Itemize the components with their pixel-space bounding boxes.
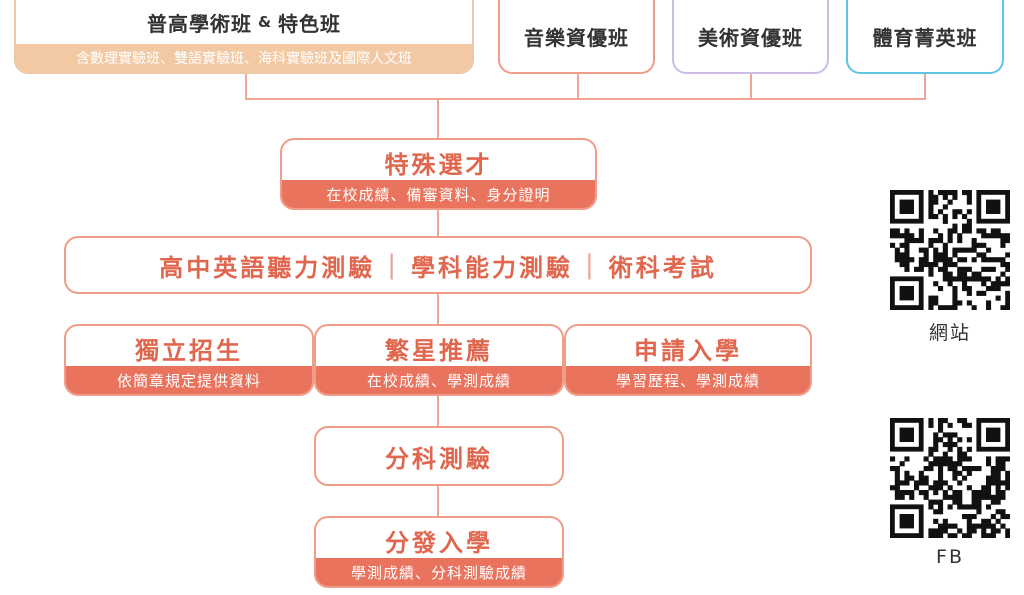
connector-art bbox=[750, 74, 752, 100]
general-program-box: 普高學術班&特色班 含數理實驗班、雙語實驗班、海科實驗班及國際人文班 bbox=[14, 0, 474, 74]
general-title-suffix: 特色班 bbox=[278, 11, 342, 36]
music-program-box: 音樂資優班 bbox=[498, 0, 655, 74]
exam-skills-test: 術科考試 bbox=[608, 253, 717, 282]
placement-subtitle: 學測成績、分科測驗成績 bbox=[316, 558, 562, 586]
connector-top-horizontal bbox=[245, 98, 926, 100]
exam-separator: | bbox=[387, 250, 399, 280]
special-selection-title: 特殊選才 bbox=[384, 150, 493, 179]
connector-top-to-special bbox=[437, 98, 439, 138]
route-star-subtitle: 在校成績、學測成績 bbox=[316, 366, 562, 394]
general-title-amp: & bbox=[257, 13, 273, 31]
general-program-title: 普高學術班&特色班 bbox=[16, 2, 472, 42]
sports-program-box: 體育菁英班 bbox=[846, 0, 1004, 74]
connector-special-to-exams bbox=[437, 210, 439, 236]
placement-title: 分發入學 bbox=[385, 528, 493, 557]
art-program-box: 美術資優班 bbox=[672, 0, 829, 74]
exam-separator: | bbox=[585, 250, 597, 280]
route-independent-title: 獨立招生 bbox=[135, 336, 243, 365]
route-application-title: 申請入學 bbox=[634, 336, 742, 365]
website-qr-label: 網站 bbox=[928, 322, 971, 344]
route-independent-box: 獨立招生 依簡章規定提供資料 bbox=[64, 324, 314, 396]
exam-english-listening: 高中英語聽力測驗 bbox=[159, 253, 376, 282]
exam-gsat: 學科能力測驗 bbox=[411, 253, 573, 282]
route-application-box: 申請入學 學習歷程、學測成績 bbox=[564, 324, 812, 396]
connector-routes-to-subject bbox=[437, 396, 439, 426]
fb-qr-label: FB bbox=[936, 546, 964, 568]
exams-box: 高中英語聽力測驗 | 學科能力測驗 | 術科考試 bbox=[64, 236, 812, 294]
route-independent-subtitle: 依簡章規定提供資料 bbox=[66, 366, 312, 394]
general-program-subtitle: 含數理實驗班、雙語實驗班、海科實驗班及國際人文班 bbox=[16, 44, 472, 72]
connector-sports bbox=[924, 74, 926, 100]
route-application-subtitle: 學習歷程、學測成績 bbox=[566, 366, 810, 394]
route-star-title: 繁星推薦 bbox=[385, 336, 493, 365]
connector-general bbox=[245, 72, 247, 100]
route-star-box: 繁星推薦 在校成績、學測成績 bbox=[314, 324, 564, 396]
special-selection-box: 特殊選才 在校成績、備審資料、身分證明 bbox=[280, 138, 597, 210]
fb-qr-code[interactable] bbox=[890, 418, 1010, 538]
connector-exams-to-routes bbox=[437, 294, 439, 324]
website-qr-code[interactable] bbox=[890, 190, 1010, 310]
exams-row: 高中英語聽力測驗 | 學科能力測驗 | 術科考試 bbox=[66, 238, 810, 292]
connector-subject-to-placement bbox=[437, 486, 439, 516]
special-selection-subtitle: 在校成績、備審資料、身分證明 bbox=[282, 180, 595, 208]
general-title-main: 普高學術班 bbox=[146, 11, 252, 36]
subject-exam-title: 分科測驗 bbox=[385, 444, 493, 473]
placement-box: 分發入學 學測成績、分科測驗成績 bbox=[314, 516, 564, 588]
connector-music bbox=[577, 74, 579, 100]
subject-exam-box: 分科測驗 bbox=[314, 426, 564, 486]
